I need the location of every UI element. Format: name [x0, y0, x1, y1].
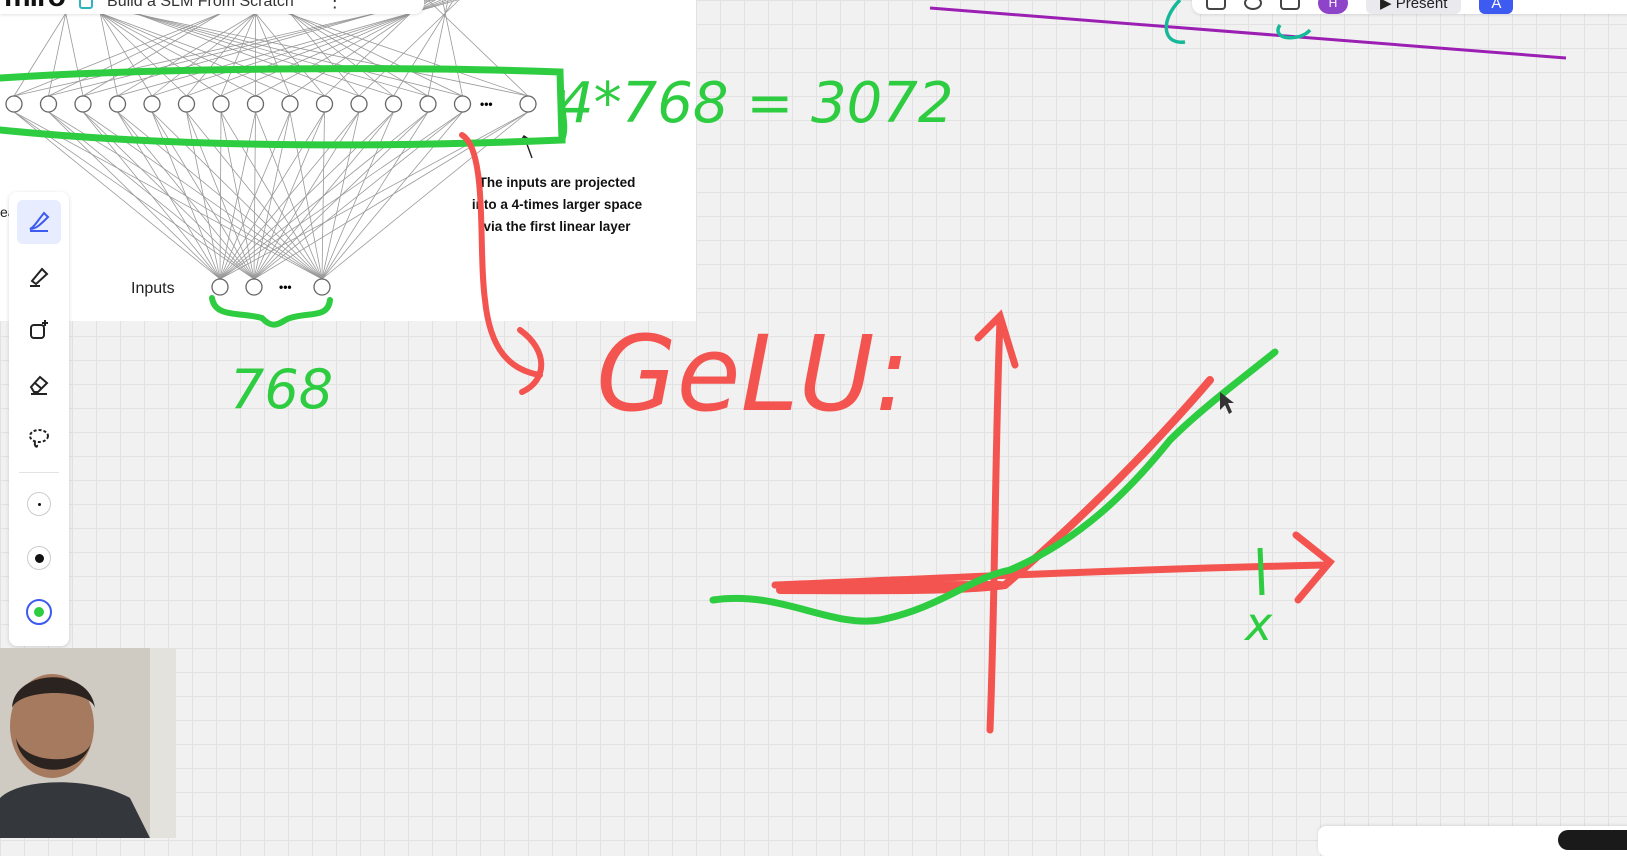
cursor-icon — [1220, 392, 1234, 414]
connection-line — [151, 111, 221, 280]
connection-line — [151, 111, 323, 280]
share-button[interactable]: A — [1479, 0, 1514, 14]
connection-line — [48, 0, 69, 97]
connection-line — [219, 111, 222, 280]
presenter-video — [0, 648, 176, 838]
drawing-toolbar — [9, 192, 69, 646]
connection-line — [186, 111, 221, 280]
connection-line — [262, 0, 463, 97]
gelu-label: GeLU: — [596, 313, 910, 435]
gelu-curve-stroke — [709, 348, 1279, 625]
caption-arrow — [519, 135, 533, 159]
connection-line — [427, 0, 529, 97]
caption-line-3: via the first linear layer — [483, 219, 631, 234]
connection-line — [48, 111, 221, 280]
board-header: miro Build a SLM From Scratch ⋮ — [0, 0, 424, 14]
network-diagram-image[interactable]: ••• ••• — [0, 0, 696, 321]
stroke-color-green-icon — [26, 599, 52, 625]
eraser-tool[interactable] — [17, 362, 61, 406]
connection-line — [82, 111, 323, 280]
stroke-size-small[interactable] — [17, 482, 61, 526]
purple-ink-stroke — [929, 6, 1567, 60]
toolbar-divider — [19, 472, 59, 473]
y-axis-stroke — [974, 309, 1019, 734]
connection-line — [247, 0, 529, 97]
stroke-size-medium-icon — [27, 546, 51, 570]
hidden-node — [246, 95, 265, 113]
board-icon — [79, 0, 94, 9]
input-node — [313, 278, 331, 296]
stroke-color-green[interactable] — [17, 590, 61, 634]
hidden-node — [143, 95, 161, 113]
connection-line — [117, 111, 221, 280]
hidden-node — [315, 95, 334, 113]
caption-line-1: The inputs are projected — [478, 175, 636, 190]
connection-line — [253, 111, 463, 280]
reactions-icon[interactable] — [1206, 0, 1226, 10]
miro-logo[interactable]: miro — [4, 0, 66, 14]
x-axis-stroke — [771, 531, 1335, 604]
connection-line — [393, 0, 454, 97]
collaboration-bar: H ▶ Present A — [1192, 0, 1627, 14]
connection-line — [427, 0, 449, 97]
connection-line — [219, 111, 325, 280]
highlighter-tool[interactable] — [17, 254, 61, 298]
relu-stroke — [776, 376, 1214, 595]
board-title[interactable]: Build a SLM From Scratch — [107, 0, 294, 10]
input-ellipsis: ••• — [279, 280, 292, 294]
pen-tool[interactable] — [17, 200, 61, 244]
shape-add-icon — [30, 320, 48, 339]
caption-line-2: into a 4-times larger space — [471, 197, 643, 212]
hidden-node — [74, 95, 92, 113]
stroke-size-medium[interactable] — [17, 536, 61, 580]
connection-line — [219, 111, 463, 280]
hidden-node — [5, 95, 23, 113]
eraser-icon — [29, 375, 49, 395]
lasso-icon — [29, 429, 49, 448]
input-count-text: 768 — [230, 358, 333, 421]
connection-line — [219, 111, 256, 280]
stroke-size-small-icon — [27, 492, 51, 516]
shape-tool[interactable] — [17, 308, 61, 352]
hidden-node — [350, 95, 368, 113]
connection-line — [82, 0, 244, 97]
hidden-node — [177, 95, 196, 113]
connection-line — [64, 0, 325, 97]
hidden-node — [108, 95, 127, 113]
help-button[interactable] — [1558, 830, 1627, 850]
connection-line — [13, 0, 75, 97]
hidden-node — [39, 95, 58, 113]
avatar[interactable]: H — [1318, 0, 1348, 14]
hidden-ellipsis: ••• — [480, 97, 493, 111]
diagram-caption: The inputs are projected into a 4-times … — [462, 172, 652, 238]
network-graph: ••• ••• — [5, 0, 537, 296]
lasso-tool[interactable] — [17, 416, 61, 460]
pen-icon — [29, 211, 50, 232]
hidden-node — [419, 95, 437, 113]
hidden-node — [519, 95, 537, 113]
hidden-node — [212, 95, 230, 113]
video-call-icon[interactable] — [1280, 0, 1300, 10]
hidden-node — [281, 95, 299, 113]
presenter-webcam — [0, 648, 176, 838]
connection-line — [82, 111, 221, 280]
connection-line — [62, 0, 84, 97]
input-node — [211, 278, 229, 296]
hidden-node — [453, 95, 472, 113]
x-axis-label: x — [1243, 597, 1273, 651]
present-button[interactable]: ▶ Present — [1366, 0, 1462, 14]
input-node — [245, 278, 263, 296]
chat-icon[interactable] — [1244, 0, 1262, 10]
hidden-node — [384, 95, 403, 113]
inputs-label: Inputs — [131, 280, 175, 297]
x-tick-stroke — [1257, 547, 1265, 596]
board-menu-icon[interactable]: ⋮ — [325, 0, 344, 11]
connection-lines — [13, 0, 529, 280]
highlighter-icon — [30, 267, 49, 287]
